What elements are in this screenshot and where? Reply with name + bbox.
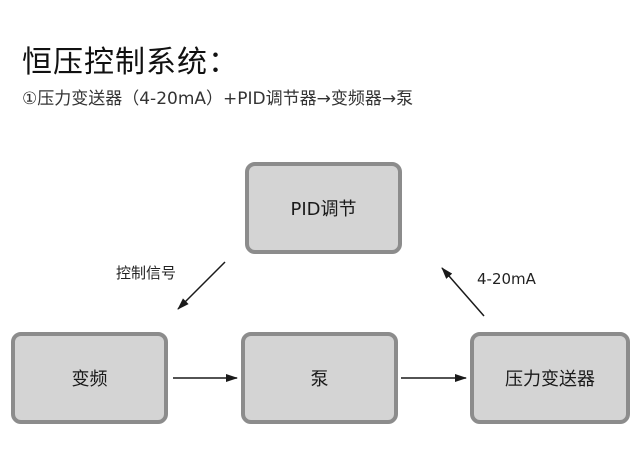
pump-label: 泵 xyxy=(310,369,329,390)
pid-controller-box: PID调节 xyxy=(245,162,402,254)
current-signal-label: 4-20mA xyxy=(477,270,536,288)
vfd-box: 变频 xyxy=(11,332,168,424)
pump-box: 泵 xyxy=(241,332,398,424)
arrow-pid-to-vfd xyxy=(177,261,226,310)
pid-controller-label: PID调节 xyxy=(290,199,357,220)
page-title: 恒压控制系统： xyxy=(22,45,239,80)
control-signal-label: 控制信号 xyxy=(116,264,177,282)
arrow-pressure-to-pid xyxy=(441,267,485,317)
pressure-transmitter-box: 压力变送器 xyxy=(470,332,630,424)
pressure-transmitter-label: 压力变送器 xyxy=(505,369,595,390)
vfd-label: 变频 xyxy=(71,369,108,390)
page-subtitle: ①压力变送器（4-20mA）+PID调节器→变频器→泵 xyxy=(22,89,414,109)
